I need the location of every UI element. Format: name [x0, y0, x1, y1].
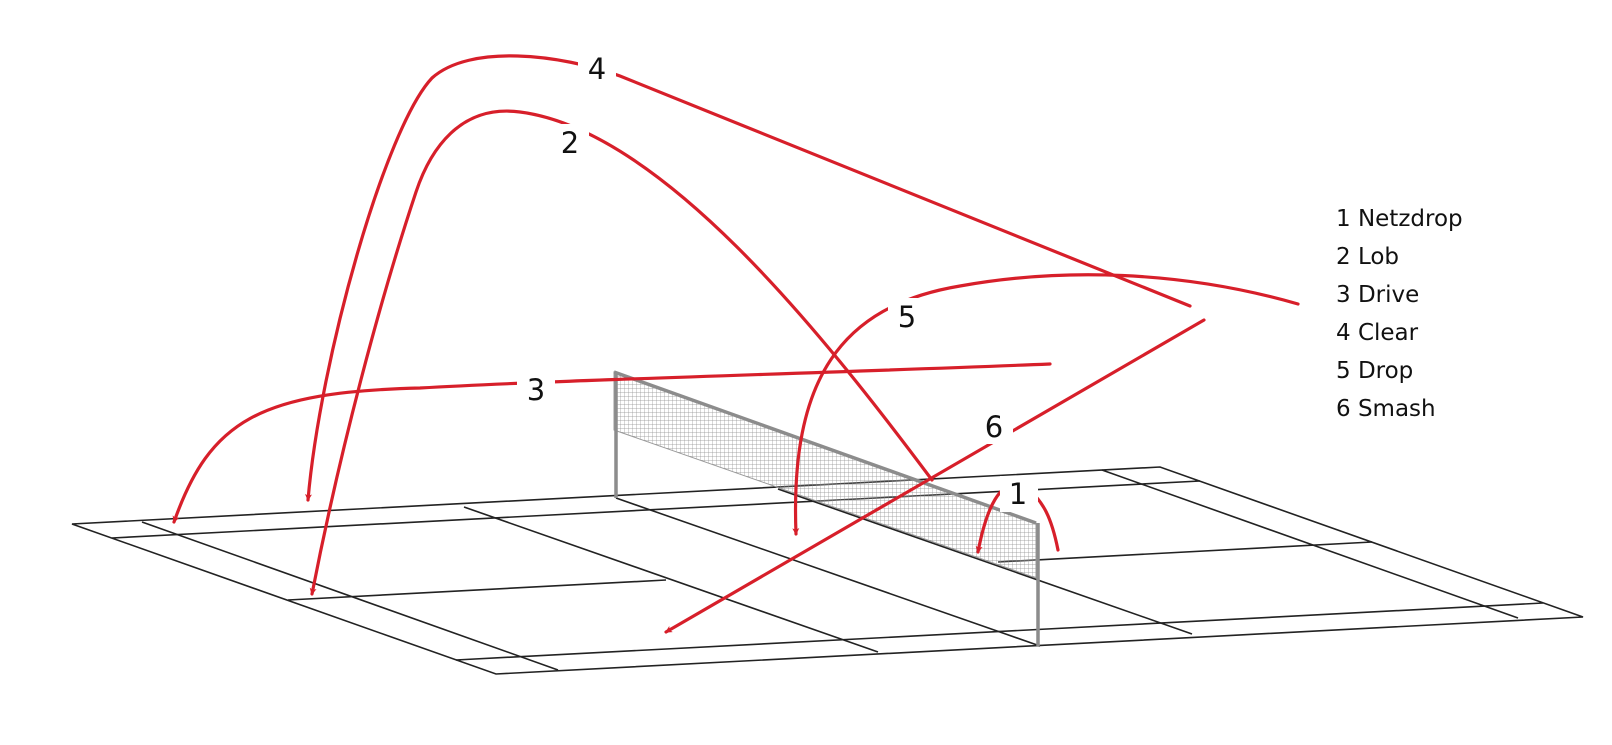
shot-label-drop: 5 — [898, 300, 916, 334]
legend-item-smash: 6 Smash — [1336, 396, 1436, 422]
court-backline-inner-right — [1101, 469, 1519, 619]
legend-item-drive: 3 Drive — [1336, 282, 1419, 308]
legend: 1 Netzdrop 2 Lob 3 Drive 4 Clear 5 Drop … — [1336, 206, 1463, 422]
legend-item-lob: 2 Lob — [1336, 244, 1399, 270]
shot-label-netzdrop: 1 — [1009, 477, 1027, 511]
shot-label-drive: 3 — [527, 373, 545, 407]
shot-labels: 4 2 3 5 6 1 — [517, 50, 1038, 512]
shot-path-smash — [664, 318, 1206, 634]
court-net-line — [615, 497, 1041, 647]
legend-item-netzdrop: 1 Netzdrop — [1336, 206, 1463, 232]
court-service-line-left — [463, 506, 879, 653]
legend-item-clear: 4 Clear — [1336, 320, 1419, 346]
net — [613, 370, 1040, 646]
court-center-line-left — [287, 579, 667, 601]
shot-path-clear — [305, 54, 1192, 502]
shot-path-drive — [172, 362, 1052, 524]
shot-path-drop — [792, 273, 1300, 536]
court-service-line-right — [777, 488, 1193, 635]
court — [71, 466, 1584, 675]
shot-trajectories — [172, 54, 1300, 634]
shot-label-lob: 2 — [561, 126, 579, 160]
legend-item-drop: 5 Drop — [1336, 358, 1413, 384]
shot-label-clear: 4 — [588, 52, 606, 86]
net-mesh — [613, 371, 1037, 579]
net-top-cord — [613, 370, 1037, 525]
shot-path-lob — [309, 109, 934, 596]
court-center-line-right — [997, 541, 1373, 563]
shot-label-smash: 6 — [985, 410, 1003, 444]
